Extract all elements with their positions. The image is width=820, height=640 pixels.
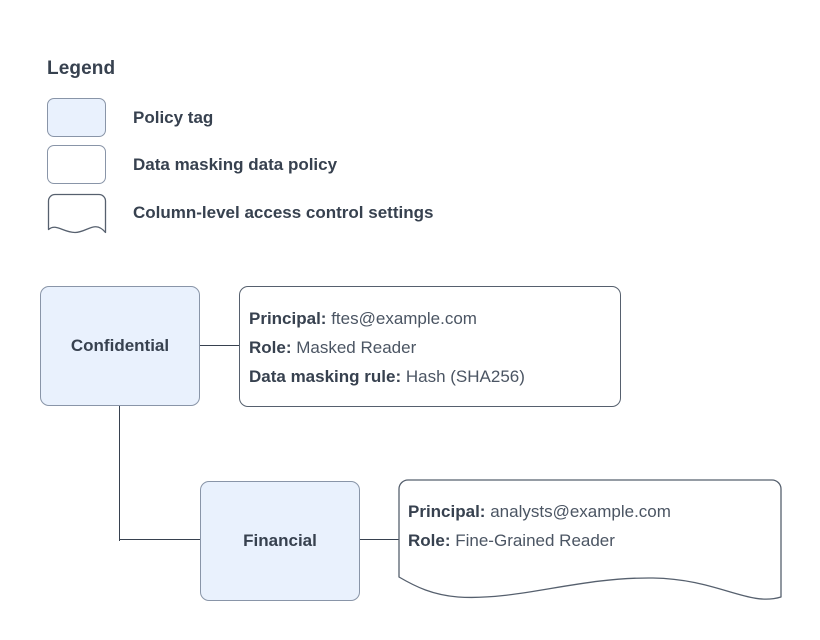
node-label: Financial [243, 531, 317, 550]
card-line-key: Data masking rule: [249, 367, 402, 386]
connector-confidential-to-policy-card [200, 345, 239, 347]
card-line-role: Role: Masked Reader [249, 333, 612, 362]
card-line-value: Masked Reader [296, 338, 417, 357]
card-line-key: Role: [249, 338, 292, 357]
connector-financial-to-access-card [360, 539, 399, 541]
card-line-principal: Principal: ftes@example.com [249, 304, 612, 333]
legend-item-label: Column-level access control settings [133, 203, 434, 222]
node-label: Confidential [70, 336, 170, 355]
legend-item-label: Data masking data policy [133, 155, 338, 174]
card-line-key: Principal: [408, 502, 486, 521]
legend-item-label: Policy tag [133, 108, 214, 127]
connector-confidential-to-financial-horizontal [119, 539, 201, 541]
column-level-access-control-card[interactable]: Principal: analysts@example.com Role: Fi… [398, 479, 783, 603]
legend-title: Legend [47, 58, 116, 79]
card-line-value: Fine-Grained Reader [455, 531, 615, 550]
card-body: Principal: analysts@example.com Role: Fi… [408, 497, 775, 555]
card-line-principal: Principal: analysts@example.com [408, 497, 775, 526]
data-masking-policy-card[interactable]: Principal: ftes@example.com Role: Masked… [239, 286, 621, 407]
rounded-rect-outline-icon [47, 145, 106, 184]
card-line-masking-rule: Data masking rule: Hash (SHA256) [249, 362, 612, 391]
wavy-bottom-document-shape [398, 479, 782, 600]
card-line-role: Role: Fine-Grained Reader [408, 526, 775, 555]
wavy-bottom-document-icon [47, 193, 109, 235]
connector-confidential-to-financial-vertical [119, 405, 121, 541]
rounded-rect-filled-icon [47, 98, 106, 137]
card-line-value: Hash (SHA256) [405, 367, 525, 386]
card-line-key: Role: [408, 531, 451, 550]
card-line-value: ftes@example.com [331, 309, 477, 328]
card-line-value: analysts@example.com [490, 502, 671, 521]
card-line-key: Principal: [249, 309, 327, 328]
policy-tag-node-confidential[interactable]: Confidential [40, 286, 200, 406]
card-body: Principal: ftes@example.com Role: Masked… [249, 304, 612, 391]
policy-tag-node-financial[interactable]: Financial [200, 481, 360, 601]
